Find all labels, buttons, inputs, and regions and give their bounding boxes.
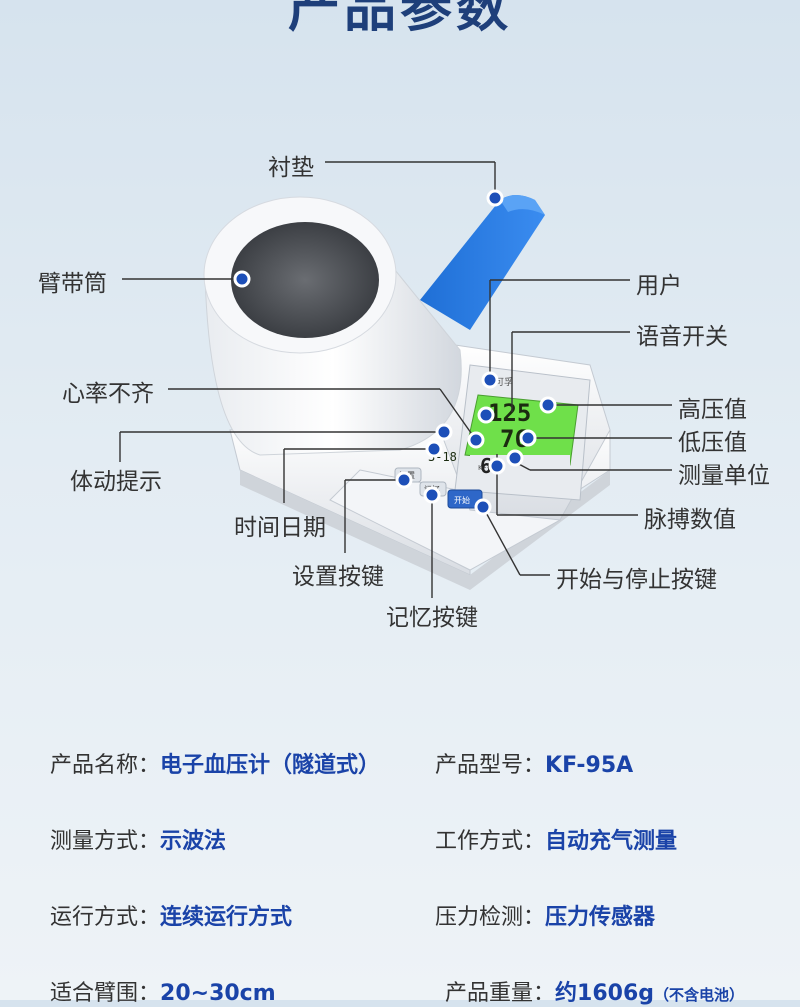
label-systolic: 高压值 (678, 397, 747, 423)
label-irregular: 心率不齐 (62, 381, 154, 407)
label-memory-key: 记忆按键 (386, 605, 478, 631)
label-set-key: 设置按键 (292, 564, 384, 590)
spec-model: 产品型号：KF-95A (435, 747, 633, 779)
dot-memory-key (423, 486, 441, 504)
label-unit: 测量单位 (678, 463, 770, 489)
spec-label: 测量方式： (50, 829, 161, 854)
label-diastolic: 低压值 (678, 430, 747, 456)
dot-unit (506, 449, 524, 467)
dot-cuff (233, 270, 251, 288)
spec-value: 压力传感器 (545, 905, 656, 930)
spec-value: 示波法 (160, 829, 227, 854)
blood-pressure-monitor-illustration: 可孚 125 76 3-18 KF-95A 60 设置 记忆 开始 (119, 161, 672, 598)
callout-lines (119, 161, 672, 598)
start-button-label: 开始 (454, 495, 470, 505)
spec-label: 适合臂围： (50, 981, 161, 1006)
dot-pulse (488, 457, 506, 475)
lcd-systolic: 125 (488, 399, 531, 427)
spec-value: 20~30cm (160, 981, 276, 1006)
label-cushion: 衬垫 (268, 155, 314, 181)
page-title: 产品参数 (287, 0, 512, 39)
spec-value: 自动充气测量 (545, 829, 678, 854)
label-user: 用户 (636, 273, 682, 299)
dot-systolic (539, 396, 557, 414)
spec-pressure-sensor: 压力检测：压力传感器 (435, 899, 655, 931)
dot-diastolic (519, 429, 537, 447)
spec-label: 产品重量： (445, 981, 556, 1006)
spec-value: 约1606g (555, 981, 654, 1006)
spec-value: 电子血压计（隧道式） (160, 753, 381, 778)
spec-measure-method: 测量方式：示波法 (50, 823, 226, 855)
label-cuff: 臂带筒 (38, 271, 107, 297)
spec-label: 压力检测： (435, 905, 546, 930)
cushion-strap (420, 195, 545, 330)
dot-set-key (395, 471, 413, 489)
spec-value: 连续运行方式 (160, 905, 293, 930)
label-motion: 体动提示 (70, 469, 162, 495)
label-pulse: 脉搏数值 (644, 507, 736, 533)
spec-work-mode: 工作方式：自动充气测量 (435, 823, 677, 855)
spec-arm-size: 适合臂围：20~30cm (50, 975, 276, 1007)
cuff-opening (231, 222, 379, 338)
spec-label: 产品名称： (50, 753, 161, 778)
spec-run-mode: 运行方式：连续运行方式 (50, 899, 292, 931)
label-voice: 语音开关 (636, 324, 728, 350)
dot-cushion (486, 189, 504, 207)
spec-product-name: 产品名称：电子血压计（隧道式） (50, 747, 380, 779)
spec-value: KF-95A (545, 753, 634, 778)
spec-note: （不含电池） (654, 986, 745, 1004)
spec-label: 运行方式： (50, 905, 161, 930)
spec-label: 工作方式： (435, 829, 546, 854)
dot-start-key (474, 498, 492, 516)
dot-datetime (425, 440, 443, 458)
dot-irregular (467, 431, 485, 449)
label-start-key: 开始与停止按键 (556, 567, 717, 593)
spec-weight: 产品重量：约1606g（不含电池） (445, 975, 744, 1007)
dot-voice (477, 406, 495, 424)
brand-label: 可孚 (495, 376, 513, 388)
dot-motion (435, 423, 453, 441)
label-datetime: 时间日期 (234, 515, 326, 541)
callout-dots (233, 189, 557, 516)
spec-label: 产品型号： (435, 753, 546, 778)
dot-user (481, 371, 499, 389)
